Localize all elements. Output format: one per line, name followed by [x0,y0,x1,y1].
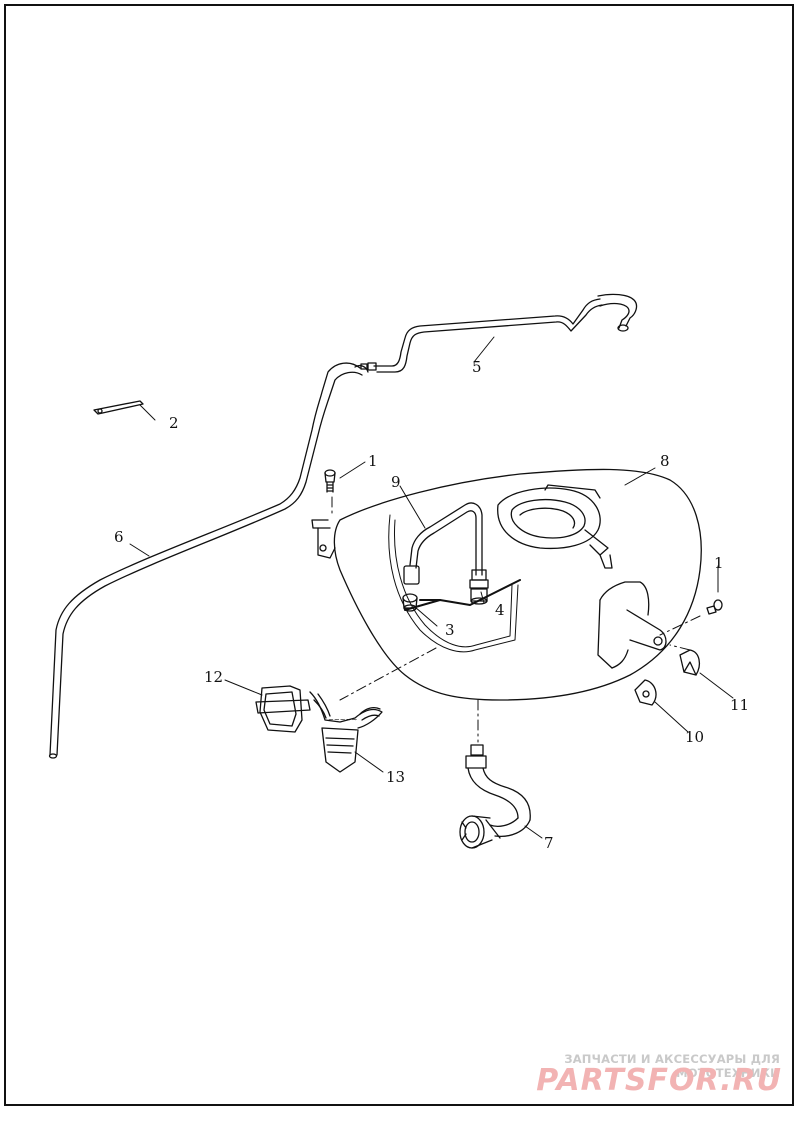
part-3-fitting [402,593,418,612]
part-4-valve [470,588,488,605]
watermark-logo: PARTSFOR.RU [536,1063,782,1098]
callout-11: 11 [730,696,749,714]
callout-8: 8 [660,452,670,470]
callout-7: 7 [544,834,554,852]
callout-5: 5 [472,358,482,376]
leader-lines [129,336,734,839]
tank-cap-plate [497,484,613,569]
svg-text:~~~~~: ~~~~~ [328,716,357,724]
callout-9: 9 [391,473,401,491]
callout-3: 3 [445,621,455,639]
callout-1-top: 1 [368,452,378,470]
part-2-cable-strap [93,400,144,415]
part-9-fuel-line [403,502,489,589]
callout-2: 2 [169,414,179,432]
part-8-fuel-tank [311,468,702,701]
callout-12: 12 [204,668,223,686]
callouts: 1 1 2 3 4 5 6 7 8 9 10 11 12 13 [114,358,749,852]
diagram-frame [4,4,794,1106]
part-13-winged-emblem: ~~~~~ [309,691,383,773]
part-1-screw-right [706,599,723,615]
part-7-fuel-hose [459,744,531,849]
callout-13: 13 [386,768,405,786]
part-11-clip [679,649,701,676]
part-12-emblem [255,685,311,733]
watermark-caption: ЗАПЧАСТИ И АКСЕССУАРЫ ДЛЯ МОТОТЕХНИКИ [564,1052,780,1080]
callout-10: 10 [685,728,704,746]
part-5-vent-line [360,293,638,373]
callout-4: 4 [495,601,505,619]
part-6-vent-hose [48,362,369,759]
tank-internal-lines [388,514,521,653]
alignment-lines [331,496,701,743]
callout-6: 6 [114,528,124,546]
callout-1-right: 1 [714,554,724,572]
part-10-grommet [634,679,657,706]
part-1-screw-top [324,469,336,493]
